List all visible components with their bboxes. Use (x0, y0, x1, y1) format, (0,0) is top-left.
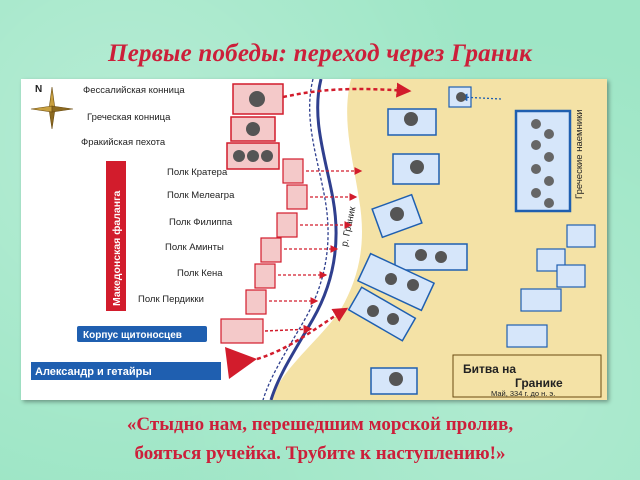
regiment-amyntas: Полк Аминты (165, 237, 339, 263)
regiment-meleager: Полк Мелеагра (167, 184, 358, 210)
battle-title-line1: Битва на (463, 362, 516, 376)
river-bank-line (262, 79, 329, 400)
battle-map-svg: р. Граник N Фессалийская конница Греческ… (30, 79, 607, 400)
label-alexander: Александр и гетайры (35, 366, 152, 378)
hypaspists-arrow (264, 324, 313, 334)
quote-line-1: «Стыдно нам, перешедшим морской пролив, (126, 414, 514, 435)
battle-map: р. Граник N Фессалийская конница Греческ… (21, 79, 607, 400)
label-thracian-infantry: Фракийская пехота (81, 137, 166, 148)
battle-date: Май, 334 г. до н. э. (491, 389, 555, 398)
label-greek-cavalry: Греческая конница (87, 112, 171, 123)
regiment-coenus: Полк Кена (177, 263, 328, 289)
macedonian-unit-thessalian (232, 83, 284, 115)
quote-line-2: бояться ручейка. Трубите к наступлению!» (134, 443, 506, 464)
quote: «Стыдно нам, перешедшим морской пролив, … (40, 410, 600, 468)
battle-title-line2: Гранике (515, 376, 563, 390)
label-philip: Полк Филиппа (169, 217, 233, 228)
regiment-craterus: Полк Кратера (167, 158, 363, 184)
mercenary-figures (531, 119, 554, 208)
macedonian-unit-greek-cavalry (230, 116, 276, 142)
hypaspists-banner (77, 326, 207, 342)
cavalry-figures (367, 92, 466, 386)
slide-title: Первые победы: переход через Граник (108, 40, 532, 67)
label-greek-mercenaries: Греческие наемники (574, 109, 585, 199)
macedonian-unit-thracian (226, 142, 280, 170)
alexander-wedge (225, 347, 257, 379)
phalanx-banner (106, 161, 126, 311)
persian-arrow-top (459, 93, 502, 102)
label-meleager: Полк Мелеагра (167, 190, 235, 201)
thessalian-attack-arrow (282, 82, 412, 99)
label-thessalian-cavalry: Фессалийская конница (83, 85, 185, 96)
hypaspists-unit (220, 318, 264, 344)
alexander-banner (31, 362, 221, 380)
compass-icon: N (30, 84, 74, 130)
label-craterus: Полк Кратера (167, 167, 228, 178)
label-hypaspists: Корпус щитоносцев (83, 330, 182, 341)
label-perdiccas: Полк Пердикки (138, 294, 204, 305)
phalanx-label: Македонская фаланга (111, 191, 123, 306)
regiment-perdiccas: Полк Пердикки (138, 289, 319, 315)
regiment-philip: Полк Филиппа (169, 212, 353, 238)
battle-info-box (452, 354, 602, 398)
compass-north-label: N (35, 84, 42, 95)
label-amyntas: Полк Аминты (165, 242, 224, 253)
alexander-attack-arrow (256, 307, 349, 361)
label-coenus: Полк Кена (177, 268, 223, 279)
greek-mercenaries-block (514, 109, 572, 213)
river-label: р. Граник (339, 205, 358, 248)
